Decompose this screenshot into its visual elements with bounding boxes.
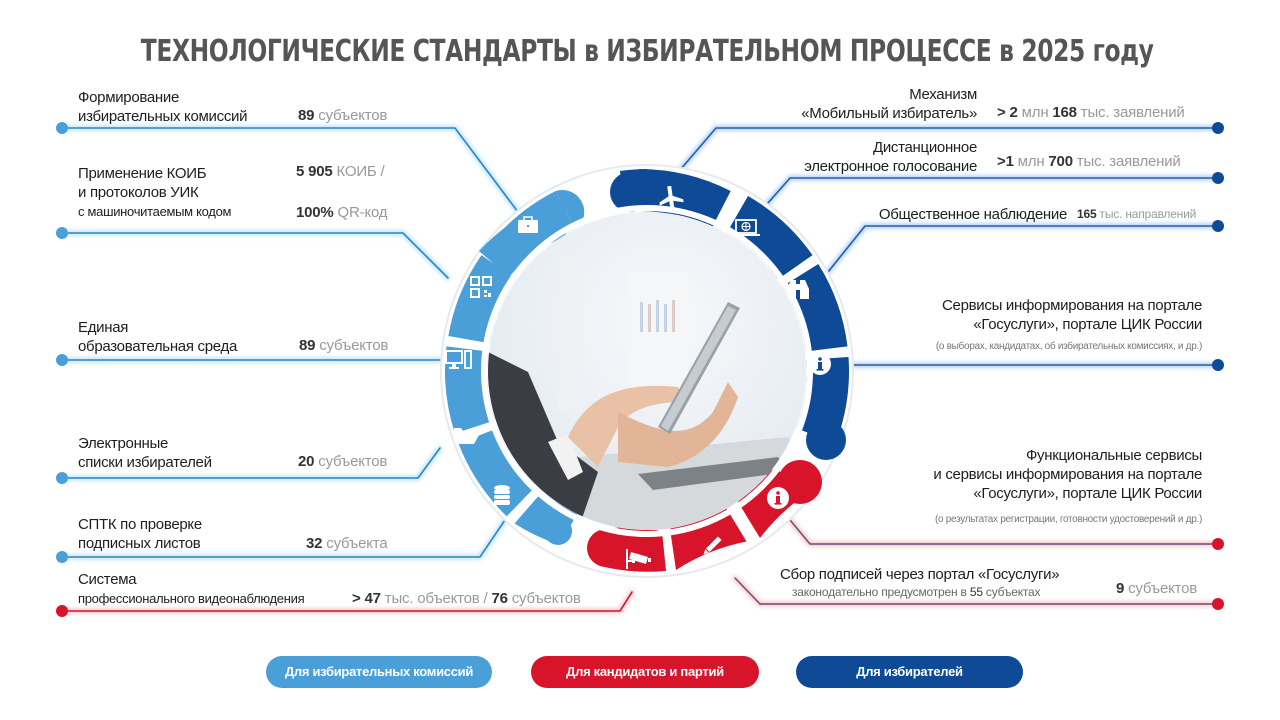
page-title: ТЕХНОЛОГИЧЕСКИЕ СТАНДАРТЫ в ИЗБИРАТЕЛЬНО… (140, 34, 1154, 69)
right-item-info-services-note: (о выборах, кандидатах, об избирательных… (935, 341, 1202, 352)
item-label: Сбор подписей через портал «Госуслуги» (780, 566, 1060, 583)
left-item-commission-formation-value: 89 субъектов (298, 107, 388, 124)
item-label: «Госуслуги», портале ЦИК России (973, 485, 1202, 502)
left-item-video-value: > 47 тыс. объектов / 76 субъектов (352, 590, 581, 607)
left-connectors (59, 125, 635, 614)
center-photo (488, 212, 806, 530)
info-icon (809, 353, 831, 375)
right-connectors (677, 125, 1221, 607)
left-item-voter-lists-value: 20 субъектов (298, 453, 388, 470)
item-label: профессионального видеонаблюдения (78, 591, 305, 606)
right-dots (1212, 122, 1224, 610)
item-label: образовательная среда (78, 338, 237, 355)
item-label: и сервисы информирования на портале (933, 466, 1202, 483)
left-dots (56, 122, 68, 617)
right-item-remote-voting: Дистанционное электронное голосование (804, 138, 977, 176)
folder-icon (454, 428, 479, 444)
item-label: Функциональные сервисы (1025, 447, 1202, 464)
right-item-remote-voting-value: >1 млн 700 тыс. заявлений (997, 153, 1181, 170)
item-label: подписных листов (78, 535, 201, 552)
right-item-mobile-voter: Механизм «Мобильный избиратель» (801, 85, 977, 123)
item-label: «Госуслуги», портале ЦИК России (973, 316, 1202, 333)
item-label: списки избирателей (78, 454, 212, 471)
item-label: СПТК по проверке (78, 516, 202, 533)
right-item-mobile-voter-value: > 2 млн 168 тыс. заявлений (997, 104, 1185, 121)
right-item-observation: Общественное наблюдение (879, 205, 1067, 224)
left-item-voter-lists: Электронные списки избирателей (78, 434, 212, 472)
right-item-observation-value: 165 тыс. направлений (1077, 207, 1197, 221)
phone-hands-illustration (488, 252, 806, 530)
airplane-icon (659, 185, 684, 213)
computer-icon (445, 350, 472, 369)
legend-voters: Для избирателей (796, 656, 1023, 688)
info-icon (767, 487, 789, 509)
database-icon (494, 485, 510, 505)
right-item-functional-services: Функциональные сервисы и сервисы информи… (933, 446, 1202, 503)
legend-candidates: Для кандидатов и партий (531, 656, 759, 688)
qr-code-icon (470, 276, 492, 298)
segment-qr (448, 255, 516, 344)
left-item-video: Система профессионального видеонаблюдени… (78, 570, 305, 608)
segment-airplane (639, 169, 731, 229)
left-item-commission-formation: Формирование избирательных комиссий (78, 88, 247, 126)
item-label: Механизм (909, 86, 977, 103)
segment-laptop (727, 196, 813, 280)
left-item-koib-value2: 100% QR-код (296, 204, 388, 221)
left-item-sptk-value: 32 субъекта (306, 535, 388, 552)
item-label: Электронные (78, 435, 169, 452)
laptop-globe-icon (732, 219, 760, 236)
item-label: избирательных комиссий (78, 108, 248, 125)
item-label: Общественное наблюдение (878, 206, 1067, 223)
item-label: электронное голосование (804, 158, 977, 175)
item-label: Единая (78, 319, 129, 336)
item-label: Применение КОИБ (78, 165, 207, 182)
right-item-signatures-value: 9 субъектов (1116, 580, 1198, 597)
left-item-koib: Применение КОИБ и протоколов УИК с машин… (78, 164, 231, 221)
item-label: с машиночитаемым кодом (78, 204, 232, 219)
item-label: Формирование (78, 89, 180, 106)
legend-commissions: Для избирательных комиссий (266, 656, 492, 688)
right-item-signatures-sub: законодательно предусмотрен в 55 субъект… (792, 585, 1041, 599)
item-label: Дистанционное (872, 139, 977, 156)
right-item-functional-services-note: (о результатах регистрации, готовности у… (935, 514, 1202, 525)
left-item-sptk: СПТК по проверке подписных листов (78, 515, 202, 553)
cctv-camera-icon (626, 549, 651, 569)
item-label: Система (78, 571, 137, 588)
item-label: «Мобильный избиратель» (801, 105, 977, 122)
item-label: и протоколов УИК (78, 184, 199, 201)
right-item-info-services: Сервисы информирования на портале «Госус… (942, 296, 1202, 334)
segment-folder (458, 428, 536, 517)
item-label: Сервисы информирования на портале (942, 297, 1202, 314)
left-item-education-value: 89 субъектов (299, 337, 389, 354)
right-item-signatures: Сбор подписей через портал «Госуслуги» (780, 565, 1060, 584)
briefcase-icon (518, 216, 538, 233)
left-item-koib-value: 5 905 КОИБ / (296, 163, 385, 180)
left-item-education: Единая образовательная среда (78, 318, 237, 356)
binoculars-icon (787, 280, 809, 299)
